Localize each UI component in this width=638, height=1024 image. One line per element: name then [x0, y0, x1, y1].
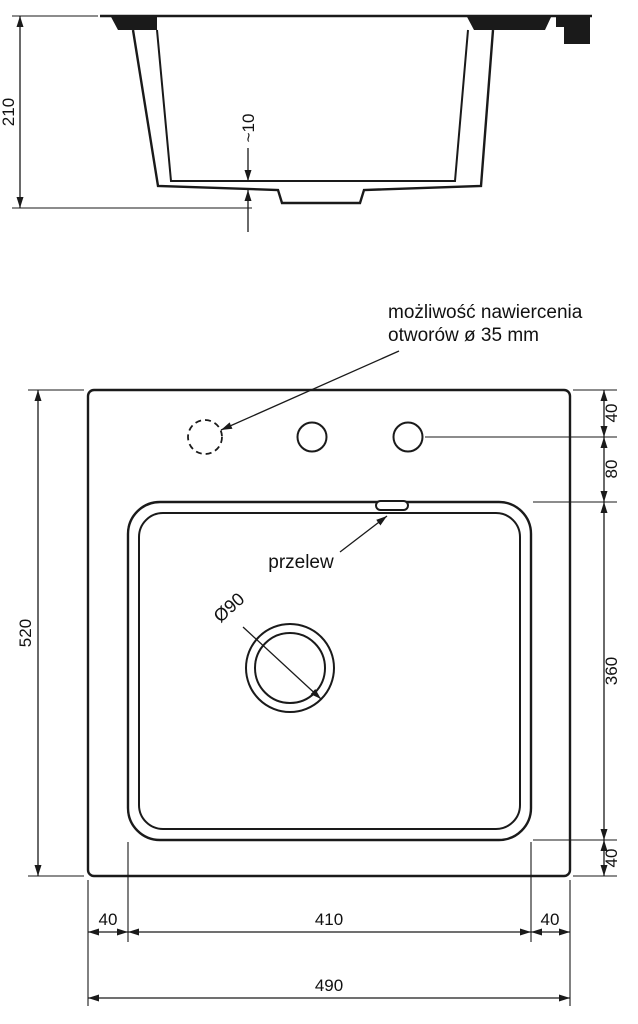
faucet-hole-center [296, 421, 328, 453]
faucet-hole-optional-dashed [187, 419, 223, 455]
overflow-label: przelew [268, 552, 334, 573]
bottom-dim-right-margin-label: 40 [541, 910, 560, 929]
drill-annotation-line2: otworów ø 35 mm [388, 325, 539, 346]
right-dim-bowl-length-label: 360 [602, 657, 621, 685]
overflow-slot [375, 500, 409, 511]
right-dim-hole-offset-label: 80 [602, 460, 621, 479]
section-left-flange [110, 15, 157, 30]
section-right-lip [556, 15, 590, 44]
drill-annotation-line1: możliwość nawiercenia [388, 302, 583, 323]
basin-outer-profile [131, 29, 495, 205]
right-dim-bottom-margin-label: 40 [602, 849, 621, 868]
section-view: 210 ~10 [0, 14, 592, 232]
drain-outer-circle [245, 623, 335, 713]
overflow-leader-arrow [339, 515, 388, 553]
plan-view: możliwość nawiercenia otworów ø 35 mm pr… [16, 302, 621, 1006]
drain-diameter-label: Ø90 [210, 589, 249, 627]
drain-inner-circle [254, 632, 326, 704]
section-right-flange [466, 15, 552, 30]
height-dimension-label: 520 [16, 619, 35, 647]
drain-leader-arrow [242, 626, 322, 700]
sink-outline [86, 388, 572, 878]
bowl-outer-edge [126, 500, 533, 842]
bottom-dim-bowl-width-label: 410 [315, 910, 343, 929]
right-dim-top-margin-label: 40 [602, 404, 621, 423]
bowl-inner-edge [138, 512, 521, 830]
faucet-hole-right [392, 421, 424, 453]
depth-dimension-label: 210 [0, 98, 18, 126]
basin-inner-profile [156, 29, 469, 182]
total-width-dimension-label: 490 [315, 976, 343, 995]
thickness-dimension-label: ~10 [239, 114, 258, 143]
drill-annotation-leader-arrow [220, 350, 400, 431]
bottom-dim-left-margin-label: 40 [99, 910, 118, 929]
